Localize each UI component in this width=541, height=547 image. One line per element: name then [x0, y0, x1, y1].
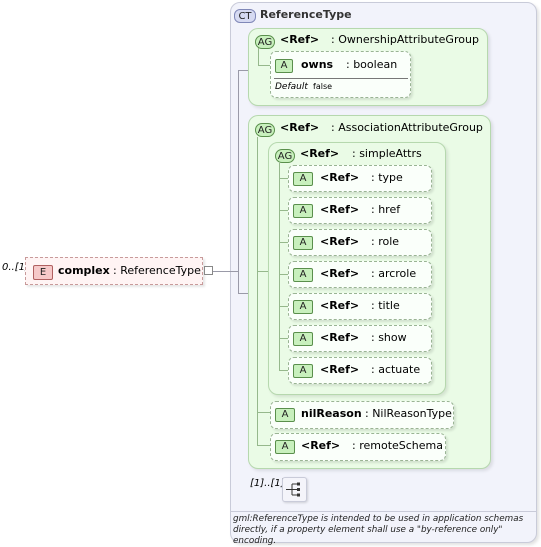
attribute-name: : arcrole: [371, 267, 417, 280]
documentation-divider: [230, 511, 537, 512]
default-value: false: [313, 82, 333, 91]
attribute-ref: <Ref>: [320, 267, 360, 280]
association-group-ref: <Ref>: [280, 121, 320, 134]
sequence-occurrence: [1]..[1]: [250, 478, 285, 489]
attribute-remote-schema-ref[interactable]: A <Ref> : remoteSchema: [270, 433, 446, 461]
sequence-compositor-icon[interactable]: [282, 477, 307, 502]
attribute-badge: A: [293, 236, 313, 250]
simple-attrs-name: : simpleAttrs: [352, 147, 422, 160]
attribute-divider: [274, 78, 408, 79]
attribute-type-ref[interactable]: A <Ref> : type: [288, 165, 432, 192]
attribute-ref: <Ref>: [320, 203, 360, 216]
attribute-ref: <Ref>: [320, 171, 360, 184]
attribute-group-badge: AG: [255, 35, 275, 49]
attribute-badge: A: [293, 332, 313, 346]
element-complex[interactable]: E complex : ReferenceType: [25, 257, 203, 285]
attribute-name: nilReason: [301, 407, 362, 420]
element-name: complex: [58, 264, 110, 277]
connector-line: [213, 271, 230, 272]
attribute-group-badge: AG: [255, 123, 275, 137]
attribute-name: : role: [371, 235, 400, 248]
attribute-arcrole-ref[interactable]: A <Ref> : arcrole: [288, 261, 432, 288]
attribute-name: : type: [371, 171, 403, 184]
attribute-ref: <Ref>: [320, 331, 360, 344]
attribute-type: : boolean: [346, 58, 398, 71]
attribute-badge: A: [293, 268, 313, 282]
tree-line: [279, 274, 288, 275]
attribute-name: : remoteSchema: [352, 439, 444, 452]
attribute-ref: <Ref>: [320, 235, 360, 248]
attribute-href-ref[interactable]: A <Ref> : href: [288, 197, 432, 224]
attribute-badge: A: [275, 440, 295, 454]
attribute-role-ref[interactable]: A <Ref> : role: [288, 229, 432, 256]
tree-line: [257, 271, 268, 272]
attribute-badge: A: [293, 204, 313, 218]
attribute-badge: A: [293, 172, 313, 186]
tree-line: [258, 65, 270, 66]
tree-line: [238, 293, 248, 294]
attribute-nil-reason[interactable]: A nilReason : NilReasonType: [270, 401, 454, 429]
attribute-name: : href: [371, 203, 401, 216]
tree-line: [279, 306, 288, 307]
attribute-badge: A: [275, 59, 293, 73]
attribute-name: : show: [371, 331, 407, 344]
ownership-group-name: : OwnershipAttributeGroup: [331, 33, 479, 46]
complex-type-badge: CT: [234, 9, 256, 23]
attribute-owns[interactable]: A owns : boolean Default false: [270, 51, 411, 98]
attribute-title-ref[interactable]: A <Ref> : title: [288, 293, 432, 320]
attribute-ref: <Ref>: [320, 363, 360, 376]
tree-line: [279, 163, 280, 370]
complex-type-name: ReferenceType: [260, 8, 352, 21]
attribute-group-badge: AG: [275, 149, 295, 163]
element-badge: E: [33, 265, 53, 280]
tree-line: [238, 70, 239, 294]
attribute-name: : title: [371, 299, 400, 312]
tree-line: [238, 70, 248, 71]
attribute-badge: A: [293, 300, 313, 314]
tree-line: [279, 370, 288, 371]
ownership-group-ref: <Ref>: [280, 33, 320, 46]
attribute-badge: A: [275, 408, 295, 422]
association-group-name: : AssociationAttributeGroup: [331, 121, 483, 134]
attribute-name: owns: [301, 58, 334, 71]
sequence-icon-glyph: [286, 482, 300, 497]
tree-line: [279, 242, 288, 243]
attribute-actuate-ref[interactable]: A <Ref> : actuate: [288, 357, 432, 384]
element-occurrence: 0..[1]: [2, 262, 29, 273]
tree-line: [230, 271, 239, 272]
documentation-text: gml:ReferenceType is intended to be used…: [233, 514, 524, 546]
element-type: : ReferenceType: [113, 264, 201, 277]
attribute-ref: <Ref>: [320, 299, 360, 312]
tree-line: [279, 338, 288, 339]
default-label: Default: [275, 82, 308, 92]
tree-line: [279, 210, 288, 211]
tree-line: [258, 48, 259, 66]
attribute-name: : actuate: [371, 363, 421, 376]
attribute-badge: A: [293, 364, 313, 378]
attribute-type: : NilReasonType: [365, 407, 452, 420]
collapse-toggle-icon[interactable]: [204, 266, 213, 275]
simple-attrs-ref: <Ref>: [300, 147, 340, 160]
tree-line: [279, 178, 288, 179]
tree-line: [257, 445, 270, 446]
tree-line: [257, 137, 258, 446]
attribute-ref: <Ref>: [301, 439, 341, 452]
tree-line: [257, 412, 270, 413]
attribute-show-ref[interactable]: A <Ref> : show: [288, 325, 432, 352]
